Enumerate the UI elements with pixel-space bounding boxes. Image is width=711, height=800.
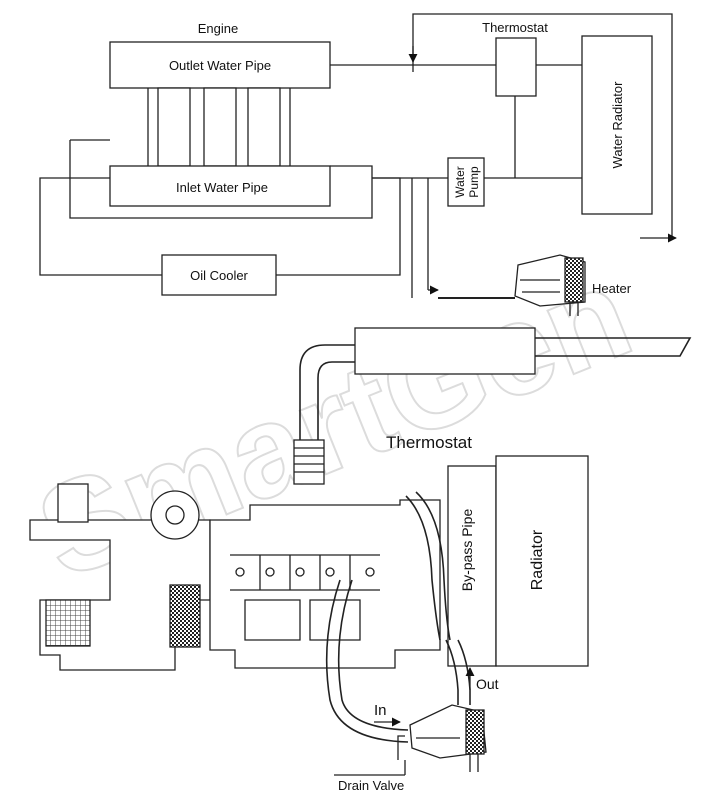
- thermostat-label-top: Thermostat: [482, 20, 548, 35]
- bolt-4: [325, 567, 335, 577]
- control-box: [57, 483, 89, 523]
- engine-label: Engine: [198, 21, 238, 36]
- bolt-5: [365, 567, 375, 577]
- oil-cooler-box: [161, 254, 277, 296]
- schematic: Outlet Water Pipe Engine Inlet Water Pip…: [39, 13, 677, 316]
- engine-block-outline: [147, 88, 291, 166]
- heater-device: [438, 254, 586, 316]
- hose-inlet: [325, 579, 409, 743]
- engine-details: [230, 554, 380, 641]
- outlet-water-pipe-label: Outlet Water Pipe: [169, 58, 271, 73]
- tailpipe: [535, 337, 692, 357]
- bolt-1: [235, 567, 245, 577]
- hose-bypass: [405, 491, 451, 641]
- thermostat-box: [495, 37, 537, 97]
- exhaust-pipe: [299, 344, 355, 440]
- water-pump-line2: Pump: [467, 166, 481, 198]
- heater-device-bottom: [397, 704, 487, 772]
- cylinder-1: [157, 87, 191, 167]
- engine-circuit-frame: [39, 139, 401, 276]
- out-label: Out: [476, 676, 499, 692]
- bolt-3: [295, 567, 305, 577]
- alternator-panel-right: [169, 584, 201, 648]
- drain-valve-pointer: [334, 760, 406, 776]
- return-line: [412, 13, 673, 238]
- exhaust-bellows: [293, 439, 325, 485]
- thermostat-label-bottom: Thermostat: [386, 433, 472, 452]
- radiator-body: [495, 455, 589, 667]
- drain-valve-label: Drain Valve: [338, 778, 404, 793]
- flywheel-hub: [165, 505, 185, 525]
- cylinder-2: [203, 87, 237, 167]
- heater-supply-line: [411, 178, 429, 298]
- engine-block: [209, 499, 441, 669]
- inlet-water-pipe-box: [109, 165, 331, 207]
- bolt-2: [265, 567, 275, 577]
- muffler: [354, 327, 536, 375]
- radiator-label: Radiator: [529, 529, 546, 590]
- cylinder-3: [247, 87, 281, 167]
- in-label: In: [374, 702, 387, 719]
- water-pump-line1: Water: [453, 166, 467, 198]
- bypass-pipe-label: By-pass Pipe: [459, 509, 475, 592]
- water-pump-box: [447, 157, 485, 207]
- thermostat-to-radiator: [514, 64, 582, 178]
- alternator-panel-left: [45, 599, 91, 647]
- outlet-water-pipe-box: [109, 41, 331, 89]
- generator-illustration: Radiator Thermostat By-pass Pipe Out In …: [29, 327, 692, 793]
- inlet-water-pipe-label: Inlet Water Pipe: [176, 180, 268, 195]
- water-radiator-label: Water Radiator: [610, 81, 625, 169]
- heater-label: Heater: [592, 281, 632, 296]
- water-radiator-box: [581, 35, 653, 215]
- oil-cooler-label: Oil Cooler: [190, 268, 248, 283]
